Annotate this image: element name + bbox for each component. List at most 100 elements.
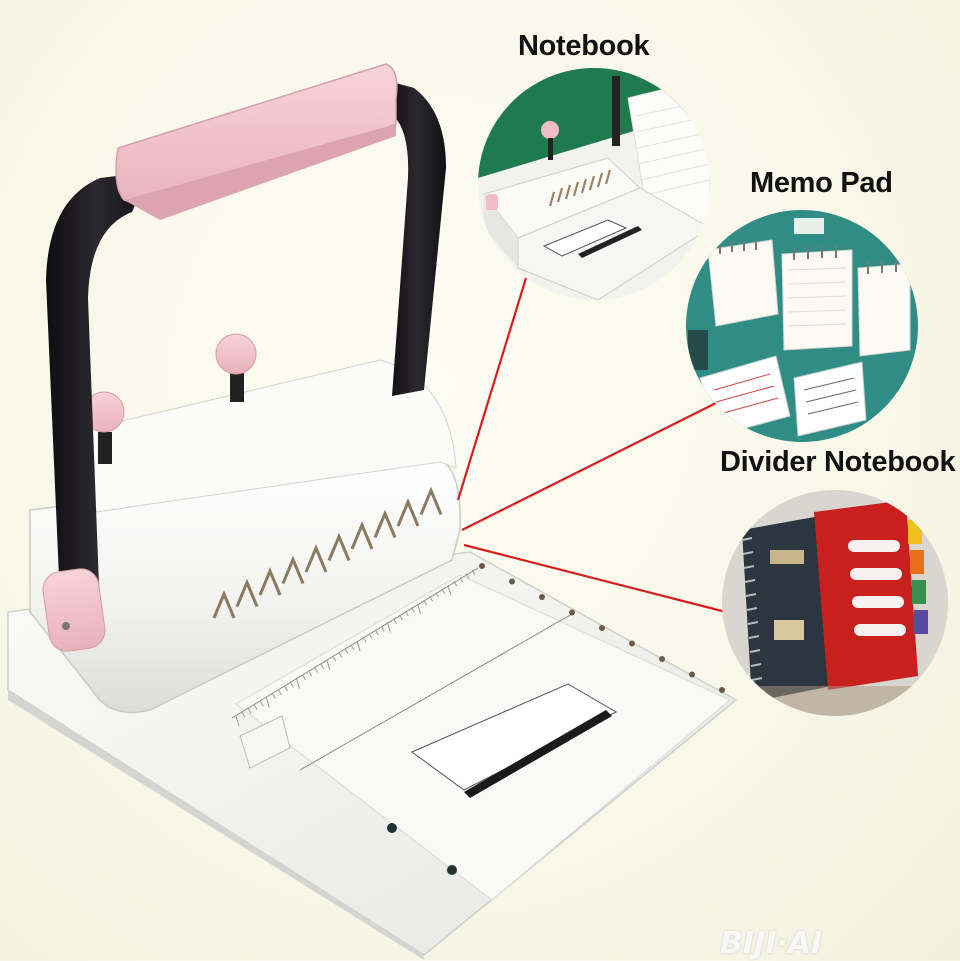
peg-hole (629, 640, 635, 647)
peg-hole (719, 687, 725, 693)
dark-notebook (742, 516, 832, 702)
comb-tooth (235, 578, 259, 608)
scale-bar (464, 710, 612, 798)
divider-tab-slots (848, 540, 906, 636)
memo-pad-scene (686, 210, 918, 442)
ruler-tick (283, 685, 288, 692)
ruler-tick (453, 580, 458, 587)
handle-arm-left (46, 172, 150, 612)
comb-tooth (327, 532, 351, 562)
ruler-tick (417, 603, 422, 614)
pivot-screw (62, 622, 70, 630)
ruler-tick (235, 715, 240, 727)
ruler-tick (423, 599, 428, 606)
comb-tooth (373, 509, 397, 539)
ruler-tick (435, 592, 440, 598)
pointer-lines (456, 277, 727, 614)
peg-hole (569, 609, 575, 616)
divider-notebook-callout-image (722, 490, 948, 716)
ruler-ticks (235, 569, 476, 727)
watermark-logo: BIJI·AI (720, 926, 823, 961)
peg-hole (509, 578, 515, 585)
ruler-tick (314, 667, 319, 673)
control-dot-1 (387, 823, 397, 833)
pointer-line-notebook (456, 277, 528, 501)
base-front-edge (8, 690, 424, 960)
knob-right (215, 333, 257, 402)
ruler-tick (247, 708, 252, 714)
ruler-tick (471, 569, 476, 576)
ruler-tick (344, 648, 349, 654)
ruler-tick (368, 633, 373, 639)
ruler-tick (374, 629, 379, 636)
handle-arm-right (388, 82, 446, 396)
ruler-tick (380, 625, 385, 632)
memo-pad-3 (857, 260, 911, 357)
peg-holes (479, 563, 725, 693)
ruler-tick (392, 618, 397, 624)
ruler-tick (277, 689, 282, 696)
memo-pad-callout-image (686, 210, 918, 442)
ruler-tick (308, 670, 313, 677)
peg-hole (659, 656, 665, 662)
ruler-tick (338, 652, 343, 658)
ruler-tick (253, 704, 258, 711)
ruler-tick (302, 674, 306, 681)
comb-tooth (258, 567, 282, 596)
colored-index-tabs (908, 520, 928, 634)
ruler-tick (356, 640, 361, 652)
ruler-tick (241, 711, 246, 718)
ruler-tick (429, 595, 434, 602)
ruler-tick (362, 637, 367, 643)
memo-pad-1 (707, 239, 779, 327)
memo-pad-label: Memo Pad (750, 167, 893, 199)
ruler-tick (459, 577, 464, 583)
peg-hole (599, 625, 605, 631)
pointer-line-memo (461, 401, 719, 531)
handle-grip-shade (124, 124, 396, 220)
handle-pivot (42, 568, 106, 652)
comb-tooth (281, 555, 305, 585)
comb-tooth (304, 544, 328, 573)
notebook-label: Notebook (518, 30, 650, 62)
memo-pad-2 (781, 246, 853, 351)
binding-machine (7, 63, 738, 960)
ruler-tick (265, 697, 270, 708)
comb-teeth (212, 486, 443, 619)
pointer-line-divider (463, 543, 727, 614)
ruler-tick (447, 584, 452, 596)
peg-hole (689, 671, 695, 678)
knob-left (83, 391, 125, 464)
peg-hole (539, 594, 545, 600)
divider-notebook-label: Divider Notebook (720, 446, 956, 478)
ruler-tick (441, 588, 446, 594)
comb-tooth (396, 498, 420, 527)
ruler-strip (231, 567, 573, 771)
comb-tooth (350, 521, 374, 550)
notebook-callout-image (478, 68, 710, 300)
red-divider-notebook (814, 500, 918, 690)
ruler-tick (465, 573, 470, 580)
punch-top (83, 359, 457, 513)
comb-tooth (212, 590, 236, 619)
paper-stop-slider (239, 715, 291, 769)
notebook-scene (478, 68, 710, 300)
memo-pad-5 (793, 361, 867, 437)
instruction-panel (411, 683, 618, 791)
ruler-tick (326, 659, 331, 670)
control-dot-2 (447, 865, 457, 875)
ruler-tick (411, 607, 415, 613)
divider-notebook-scene (722, 490, 948, 716)
peg-hole (479, 563, 485, 569)
ruler-tick (259, 700, 264, 707)
ruler-tick (398, 614, 403, 621)
ruler-tick (350, 644, 355, 651)
ruler-tick (290, 682, 294, 688)
ruler-tick (320, 663, 325, 669)
ruler-tick (296, 678, 300, 689)
ruler-tick (271, 693, 276, 699)
ruler-tick (332, 655, 337, 662)
ruler-tick (386, 622, 391, 633)
comb-tooth (419, 486, 443, 516)
